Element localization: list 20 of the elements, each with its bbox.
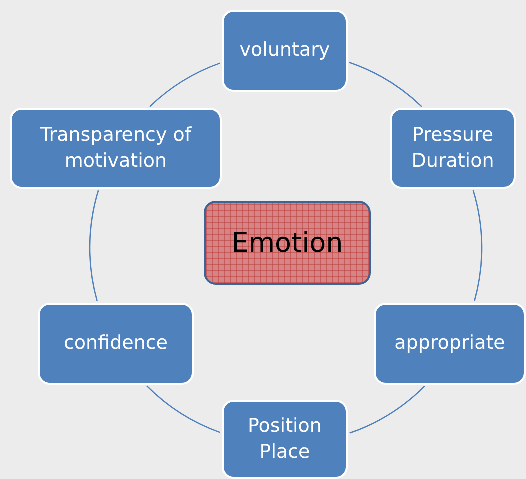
node-label: Position Place: [247, 414, 323, 464]
topic-box: [10, 108, 222, 189]
node-label: Pressure Duration: [410, 122, 496, 174]
node-label: confidence: [64, 331, 168, 356]
connector-arc: [90, 190, 100, 302]
topic-box: [374, 303, 526, 385]
connector-arc: [146, 386, 221, 434]
topic-box: [38, 303, 194, 385]
node-label: Transparency of motivation: [39, 122, 193, 174]
node-label: voluntary: [240, 38, 330, 64]
connector-arc: [472, 190, 482, 302]
topic-box: [390, 108, 516, 189]
topic-box: [222, 400, 348, 479]
connector-arc: [350, 386, 426, 434]
topic-box: [222, 10, 348, 92]
connector-arc: [349, 62, 422, 108]
node-label: Emotion: [232, 228, 344, 258]
node-label: appropriate: [394, 331, 506, 356]
connector-arc: [150, 62, 221, 108]
central-box: [204, 201, 371, 285]
